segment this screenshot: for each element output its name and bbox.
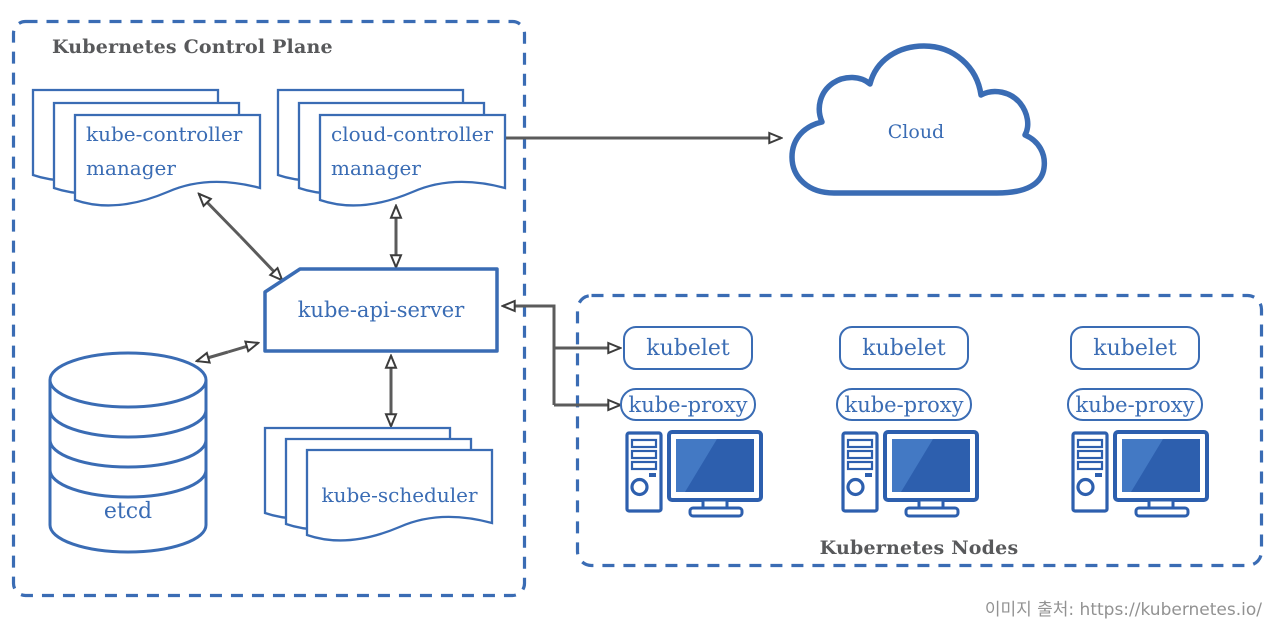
arrow-controller-manager-api-server — [199, 194, 282, 280]
arrows — [197, 138, 781, 426]
node-1-kube-proxy-label: kube-proxy — [628, 393, 748, 417]
kube-api-server-shape — [263, 267, 499, 353]
cloud-controller-manager-label-line2: manager — [331, 156, 421, 180]
control-plane-box — [11, 19, 527, 598]
node-2-computer-icon — [841, 430, 979, 518]
nodes-box — [575, 293, 1264, 568]
control-plane-title: Kubernetes Control Plane — [52, 36, 333, 58]
kube-controller-manager-stack-icon — [31, 88, 262, 207]
node-3-kubelet-box — [1070, 326, 1200, 370]
cloud-controller-manager-stack-icon — [276, 88, 507, 207]
node-1-computer-icon — [625, 430, 763, 518]
cloud-icon — [789, 43, 1048, 196]
kube-api-server-label: kube-api-server — [297, 298, 465, 322]
node-2-kubelet-box — [839, 326, 969, 370]
etcd-label: etcd — [103, 499, 153, 524]
node-1-kubelet-label: kubelet — [646, 336, 730, 361]
image-source-attribution: 이미지 출처: https://kubernetes.io/ — [984, 600, 1262, 620]
node-3-kube-proxy-box — [1067, 388, 1203, 421]
node-3-computer-icon — [1071, 430, 1209, 518]
etcd-database-icon — [48, 351, 208, 554]
node-1-kube-proxy-box — [620, 388, 756, 421]
node-2-kube-proxy-box — [836, 388, 972, 421]
kube-scheduler-label: kube-scheduler — [321, 483, 478, 507]
nodes-title: Kubernetes Nodes — [819, 537, 1019, 559]
node-3-kubelet-label: kubelet — [1093, 336, 1177, 361]
kube-controller-manager-label-line1: kube-controller — [86, 122, 243, 146]
node-2-kube-proxy-label: kube-proxy — [844, 393, 964, 417]
node-3-kube-proxy-label: kube-proxy — [1075, 393, 1195, 417]
arrow-etcd-api-server — [197, 343, 258, 361]
node-2-kubelet-label: kubelet — [862, 336, 946, 361]
node-1-kubelet-box — [623, 326, 753, 370]
arrow-nodes-api-server — [503, 306, 620, 405]
kube-controller-manager-label-line2: manager — [86, 156, 176, 180]
cloud-controller-manager-label-line1: cloud-controller — [331, 122, 494, 146]
cloud-label: Cloud — [887, 121, 945, 143]
